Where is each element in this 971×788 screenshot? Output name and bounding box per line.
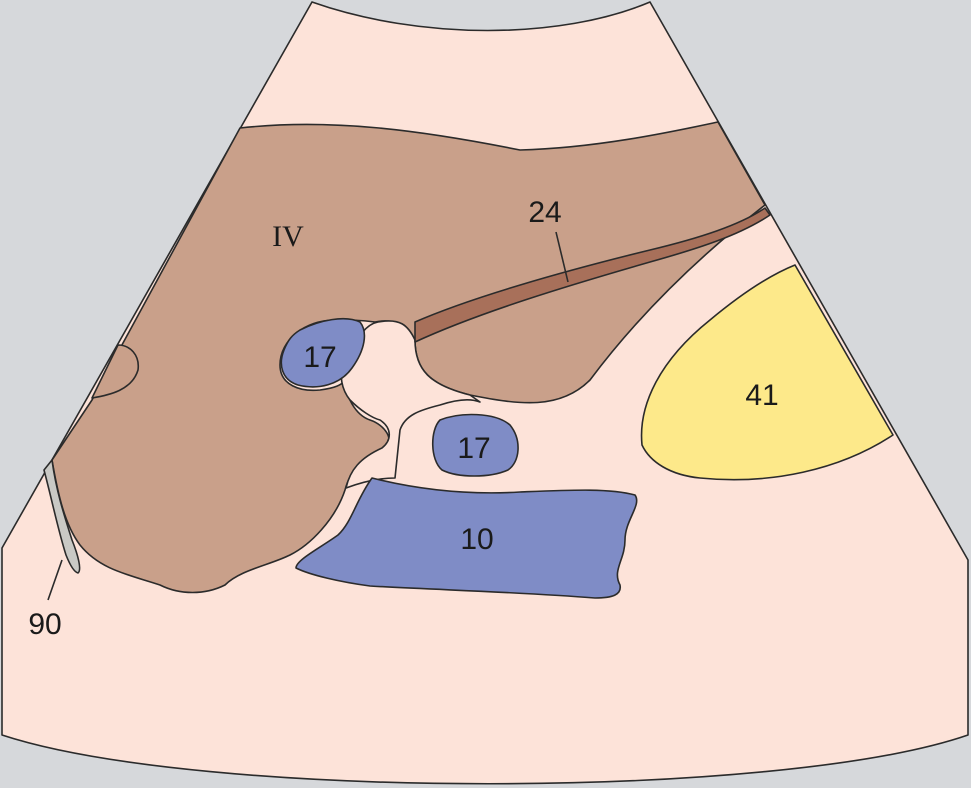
liver-segment-iv (51, 121, 766, 594)
vessel-24 (414, 207, 771, 343)
label-41: 41 (745, 379, 778, 412)
structure-90 (43, 459, 81, 574)
label-10: 10 (460, 523, 493, 556)
liver-bulge (91, 344, 140, 399)
label-iv: IV (272, 220, 304, 253)
label-17-lower: 17 (457, 432, 490, 465)
vessel-17-lower (431, 413, 519, 477)
label-24: 24 (528, 196, 561, 229)
vessel-17-upper (280, 317, 366, 388)
structure-41 (640, 264, 894, 481)
label-90: 90 (28, 608, 61, 641)
leader-line-24 (555, 231, 569, 283)
vessel-10 (295, 477, 638, 599)
leader-line-90 (47, 559, 63, 601)
label-17-upper: 17 (303, 341, 336, 374)
